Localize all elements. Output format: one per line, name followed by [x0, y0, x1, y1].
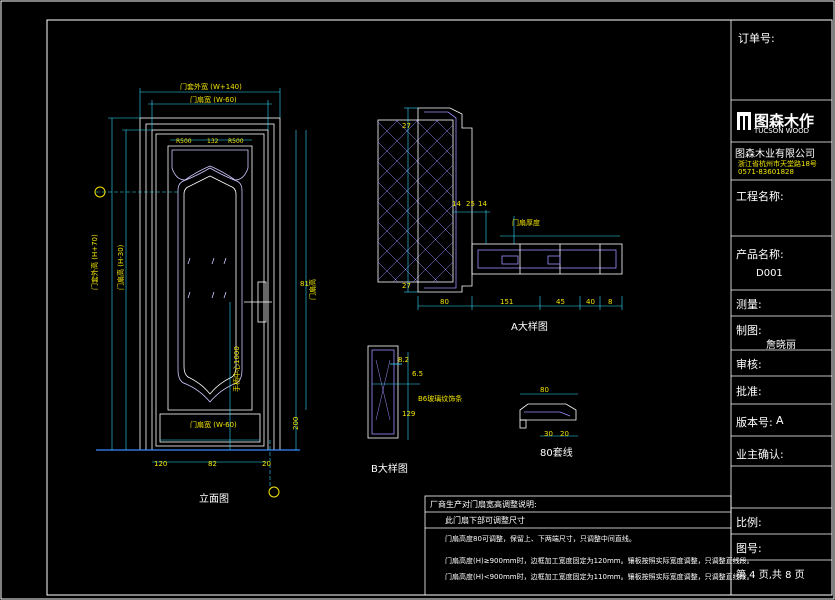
dim-casing-height: 门套外高 (H+70): [91, 234, 99, 290]
section-marker-a: [94, 186, 106, 198]
detail-b-dim-3: 6.5: [412, 370, 424, 378]
detail-a-dim-4: 40: [586, 298, 595, 306]
dim-leaf-width: 门扇宽 (W-60): [190, 96, 237, 104]
product-value: D001: [756, 268, 783, 279]
note-line-2: 门扇高度(H)≥900mm时，边框加工宽度固定为120mm。镶板按照实际宽度调整…: [445, 557, 754, 565]
detail-a-side-2: 27: [402, 282, 411, 290]
dim-right: 81: [300, 280, 309, 288]
drafter-label: 制图:: [736, 324, 762, 337]
dim-bottom-left: 120: [154, 460, 168, 468]
company-phone: 0571-83601828: [738, 168, 794, 176]
panel-label-left: R500: [176, 138, 192, 145]
detail-a: [377, 107, 623, 293]
order-no-label: 订单号:: [738, 32, 775, 45]
notes-heading: 厂商生产对门扇宽高调整说明:: [430, 500, 537, 509]
trim-profile: [519, 393, 578, 437]
detail-a-label: 门扇厚度: [512, 219, 540, 227]
brand-name-en: TUCSON WOOD: [754, 127, 810, 135]
section-marker-b: [268, 486, 280, 498]
drafter-value: 詹晓丽: [766, 340, 796, 351]
notes-table: [424, 495, 732, 596]
dim-right-label: 门扇高: [309, 279, 317, 300]
detail-a-title: A大样图: [511, 322, 548, 333]
dim-leaf-height: 门扇高 (H-30): [117, 244, 125, 290]
notes-subheading: 此门扇下部可调整尺寸: [445, 516, 525, 525]
detail-b-note: B6玻璃纹饰条: [418, 395, 463, 403]
door-elevation: [96, 117, 300, 451]
product-label: 产品名称:: [736, 248, 784, 261]
scale-label: 比例:: [736, 516, 762, 529]
drawing-no-label: 图号:: [736, 542, 762, 555]
detail-a-side-4: 25: [466, 200, 475, 208]
title-block: [730, 20, 832, 595]
owner-confirm-label: 业主确认:: [736, 448, 784, 461]
detail-a-side-5: 14: [478, 200, 487, 208]
company-address: 浙江省杭州市天堂路18号: [738, 160, 817, 168]
approve-label: 批准:: [736, 385, 762, 398]
detail-a-dim-1: 80: [440, 298, 449, 306]
panel-label-mid: 132: [207, 138, 219, 145]
trim-dim-2: 30: [544, 430, 553, 438]
detail-a-side-1: 27: [402, 122, 411, 130]
dim-bottom-right: 20: [262, 460, 271, 468]
trim-dim-3: 20: [560, 430, 569, 438]
detail-a-dimensions: [404, 107, 623, 310]
note-line-3: 门扇高度(H)<900mm时，边框加工宽度固定为110mm。镶板按照实际宽度调整…: [445, 573, 754, 581]
dim-right-low: 200: [292, 416, 300, 430]
page-indicator: 第 4 页,共 8 页: [736, 570, 805, 581]
panel-label-right: R500: [228, 138, 244, 145]
dim-bottom-mid: 82: [208, 460, 217, 468]
project-label: 工程名称:: [736, 190, 784, 203]
trim-title: 80套线: [540, 448, 573, 459]
elevation-dimensions: [96, 88, 307, 490]
version-value: A: [776, 414, 784, 427]
review-label: 审核:: [736, 358, 762, 371]
trim-dim-1: 80: [540, 386, 549, 394]
company-name: 图森木业有限公司: [735, 149, 815, 160]
brand-logo: [737, 112, 751, 130]
detail-b-dim-2: 129: [402, 410, 416, 418]
measure-label: 测量:: [736, 298, 762, 311]
dim-casing-width: 门套外宽 (W+140): [180, 83, 242, 91]
dim-handle: 手柄中心1000: [233, 346, 241, 392]
brand-name-cn: 图森木作: [754, 112, 815, 130]
elevation-title: 立面图: [199, 494, 229, 505]
note-line-1: 门扇高度80可调整，保留上、下两端尺寸，只调整中间直线。: [445, 535, 636, 543]
dim-bottom-width: 门扇宽 (W-60): [190, 421, 237, 429]
detail-b-dim-1: 8.2: [398, 356, 410, 364]
version-label: 版本号:: [736, 416, 773, 429]
detail-a-dim-3: 45: [556, 298, 565, 306]
detail-a-side-3: 14: [452, 200, 461, 208]
detail-a-dim-2: 151: [500, 298, 514, 306]
detail-b: [367, 345, 420, 440]
detail-b-title: B大样图: [371, 464, 408, 475]
detail-a-dim-5: 8: [608, 298, 613, 306]
